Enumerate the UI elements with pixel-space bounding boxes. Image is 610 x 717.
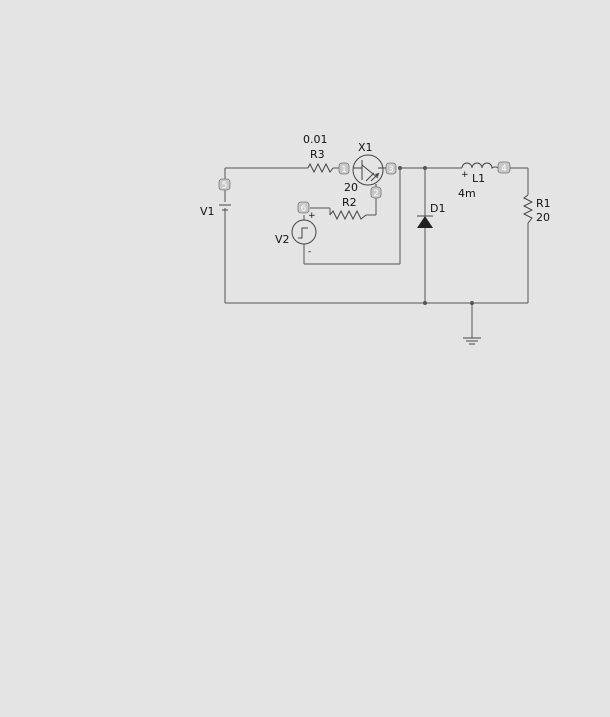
x1-value: 20 bbox=[344, 181, 358, 194]
resistor-r1[interactable]: R1 20 bbox=[522, 194, 551, 224]
node-marker-5: 5 bbox=[218, 178, 231, 191]
node-marker-4: 4 bbox=[497, 161, 511, 174]
battery-v1[interactable]: V1 bbox=[200, 202, 231, 218]
r1-label: R1 bbox=[536, 197, 551, 210]
r1-value: 20 bbox=[536, 211, 550, 224]
node-marker-2: 2 bbox=[370, 186, 382, 199]
wires bbox=[224, 167, 529, 338]
node-marker-1: 1 bbox=[338, 162, 350, 175]
ground-icon bbox=[463, 337, 481, 345]
node-marker-6: 6 bbox=[297, 201, 310, 214]
diode-d1[interactable]: D1 bbox=[417, 202, 445, 228]
switch-x1[interactable]: X1 20 bbox=[344, 141, 386, 194]
junctions bbox=[398, 166, 474, 305]
v2-minus: - bbox=[308, 247, 311, 257]
l1-label: L1 bbox=[472, 172, 485, 185]
r2-label: R2 bbox=[342, 196, 357, 209]
r3-label: R3 bbox=[310, 148, 325, 161]
v2-plus: + bbox=[308, 211, 316, 221]
svg-text:3: 3 bbox=[388, 165, 393, 175]
svg-text:4: 4 bbox=[501, 164, 506, 174]
x1-label: X1 bbox=[358, 141, 373, 154]
v2-label: V2 bbox=[275, 233, 290, 246]
d1-label: D1 bbox=[430, 202, 445, 215]
node-marker-3: 3 bbox=[385, 162, 397, 175]
svg-text:2: 2 bbox=[373, 189, 378, 199]
r3-value: 0.01 bbox=[303, 133, 328, 146]
l1-value: 4m bbox=[458, 187, 476, 200]
svg-text:5: 5 bbox=[222, 181, 227, 191]
resistor-r3[interactable]: 0.01 R3 bbox=[303, 133, 334, 174]
inductor-l1[interactable]: + L1 4m bbox=[458, 162, 499, 200]
pulse-source-v2[interactable]: + - V2 bbox=[275, 211, 317, 257]
resistor-r2[interactable]: R2 bbox=[329, 196, 367, 221]
v1-label: V1 bbox=[200, 205, 215, 218]
l1-polarity: + bbox=[461, 170, 469, 180]
svg-text:1: 1 bbox=[341, 165, 346, 175]
svg-text:6: 6 bbox=[301, 204, 306, 214]
